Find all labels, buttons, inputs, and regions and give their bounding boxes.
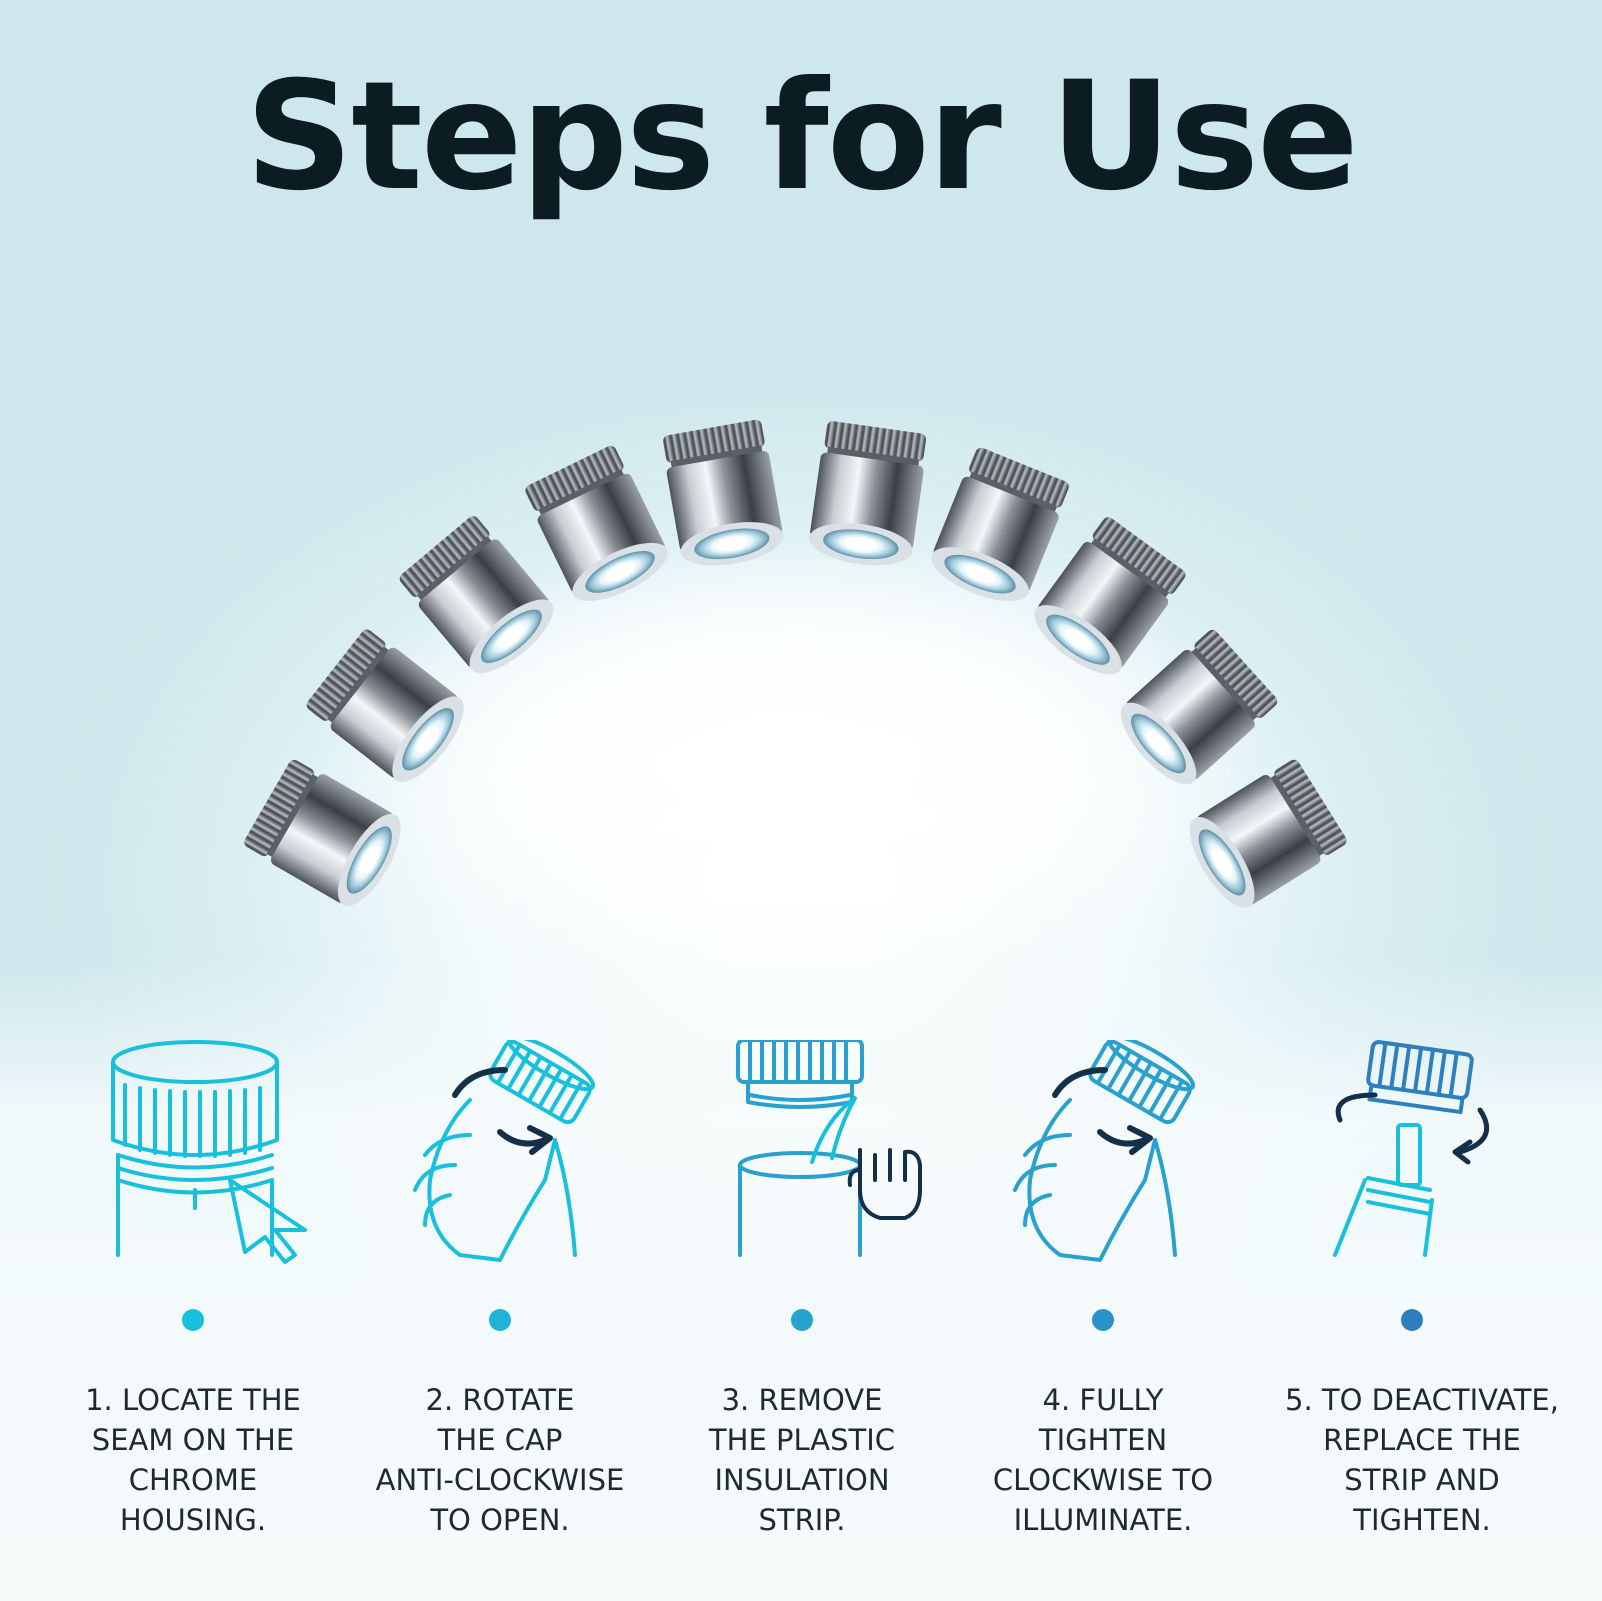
- timeline-dot-1: [182, 1309, 204, 1331]
- step-1-caption: 1. LOCATE THE SEAM ON THE CHROME HOUSING…: [43, 1380, 343, 1540]
- step-5-line: REPLACE THE: [1323, 1423, 1521, 1457]
- step-4-caption: 4. FULLY TIGHTEN CLOCKWISE TO ILLUMINATE…: [953, 1380, 1253, 1540]
- lower-background: [0, 960, 1602, 1601]
- step-4-line: 4. FULLY: [1042, 1383, 1164, 1417]
- step-4-line: TIGHTEN: [1038, 1423, 1168, 1457]
- step-icons: [111, 1040, 1490, 1264]
- step-1-line: SEAM ON THE: [91, 1423, 295, 1457]
- step-1-line: HOUSING.: [119, 1503, 267, 1537]
- hand-tighten-icon: [1013, 1040, 1195, 1262]
- step-1-line: CHROME: [128, 1463, 258, 1497]
- step-5-caption: 5. TO DEACTIVATE, REPLACE THE STRIP AND …: [1262, 1380, 1582, 1540]
- timeline-dot-4: [1092, 1309, 1114, 1331]
- step-2-line: TO OPEN.: [430, 1503, 570, 1537]
- timeline: [182, 1309, 1423, 1331]
- step-5-line: 5. TO DEACTIVATE,: [1285, 1383, 1559, 1417]
- step-4-line: ILLUMINATE.: [1013, 1503, 1193, 1537]
- timeline-dot-3: [791, 1309, 813, 1331]
- step-2-line: 2. ROTATE: [425, 1383, 575, 1417]
- step-2-caption: 2. ROTATE THE CAP ANTI-CLOCKWISE TO OPEN…: [350, 1380, 650, 1540]
- hand-rotate-open-icon: [413, 1040, 595, 1262]
- step-3-line: INSULATION: [714, 1463, 890, 1497]
- page-title: Steps for Use: [245, 50, 1359, 224]
- timeline-dot-5: [1401, 1309, 1423, 1331]
- chrome-seam-cursor-icon: [111, 1040, 307, 1264]
- step-2-line: ANTI-CLOCKWISE: [375, 1463, 625, 1497]
- step-5-line: TIGHTEN.: [1353, 1503, 1491, 1537]
- step-3-line: STRIP.: [758, 1503, 846, 1537]
- step-5-line: STRIP AND: [1344, 1463, 1500, 1497]
- step-3-caption: 3. REMOVE THE PLASTIC INSULATION STRIP.: [652, 1380, 952, 1540]
- step-2-line: THE CAP: [437, 1423, 563, 1457]
- timeline-dot-2: [489, 1309, 511, 1331]
- step-3-line: 3. REMOVE: [721, 1383, 883, 1417]
- step-3-line: THE PLASTIC: [708, 1423, 896, 1457]
- remove-strip-hand-icon: [736, 1040, 922, 1257]
- step-4-line: CLOCKWISE TO: [992, 1463, 1214, 1497]
- led-lights-arc: [241, 418, 1350, 980]
- step-1-line: 1. LOCATE THE: [85, 1383, 301, 1417]
- replace-strip-icon: [1333, 1040, 1490, 1257]
